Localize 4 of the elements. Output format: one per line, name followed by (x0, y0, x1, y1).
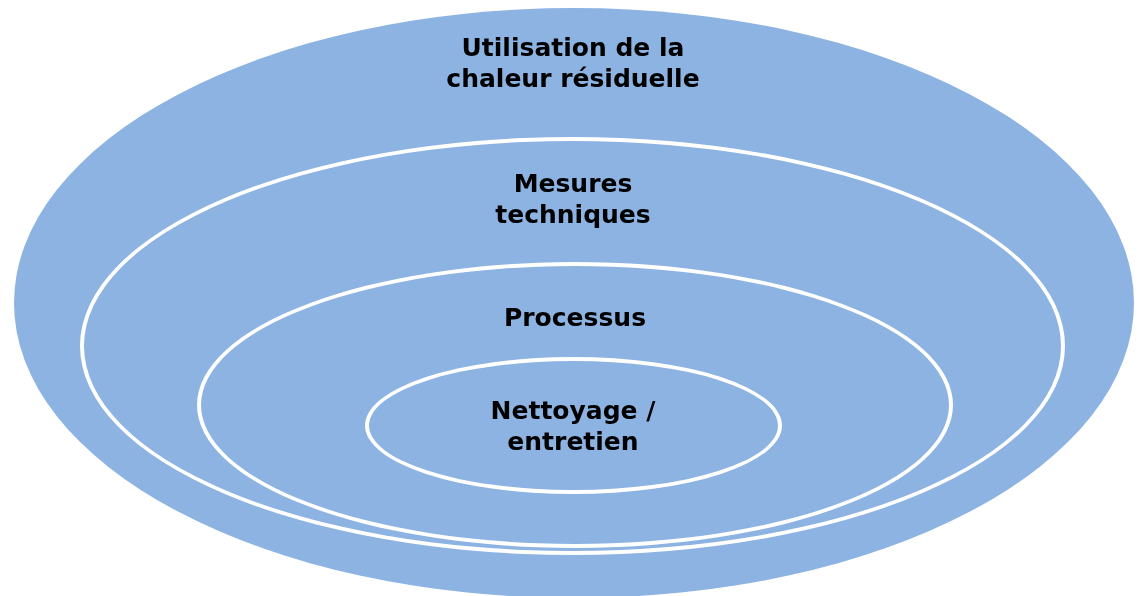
layer-label: Processus (502, 302, 647, 333)
layer-label: Nettoyage / entretien (489, 395, 657, 457)
layer-label: Mesures techniques (494, 168, 652, 230)
layer-label: Utilisation de la chaleur résiduelle (445, 32, 701, 94)
